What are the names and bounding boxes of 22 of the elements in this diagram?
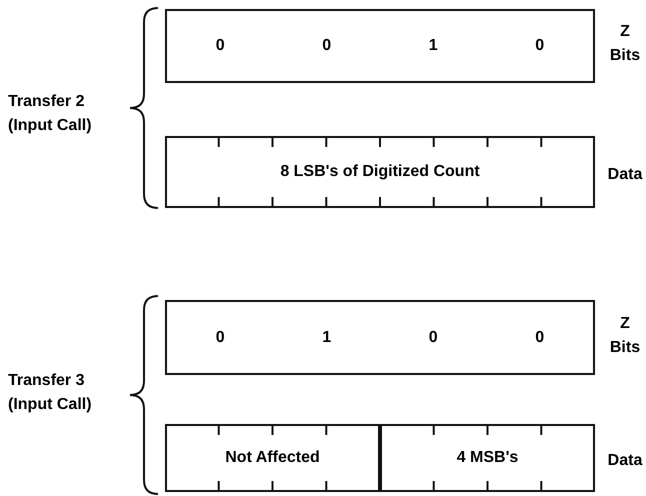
row-label: Z Bits [608, 314, 642, 358]
field-label: 4 MSB's [456, 448, 518, 468]
bit-value: 1 [322, 328, 332, 348]
transfer-label: Transfer 2 (Input Call) [8, 92, 93, 136]
register-box [165, 424, 380, 492]
row-label: Z Bits [608, 22, 642, 66]
bit-value: 0 [535, 36, 544, 56]
field-label: Not Affected [225, 448, 320, 468]
register-box [165, 136, 595, 208]
register-box [165, 9, 595, 83]
bit-value: 0 [428, 328, 438, 348]
bit-value: 0 [216, 328, 225, 348]
register-box [165, 300, 595, 375]
bit-value: 0 [216, 36, 225, 56]
row-label: Data [606, 451, 644, 471]
bit-value: 0 [322, 36, 332, 56]
field-label: 8 LSB's of Digitized Count [280, 162, 480, 182]
bit-value: 1 [428, 36, 438, 56]
transfer-label: Transfer 3 (Input Call) [8, 371, 93, 415]
register-box [380, 424, 595, 492]
row-label: Data [606, 165, 644, 185]
bit-value: 0 [535, 328, 544, 348]
